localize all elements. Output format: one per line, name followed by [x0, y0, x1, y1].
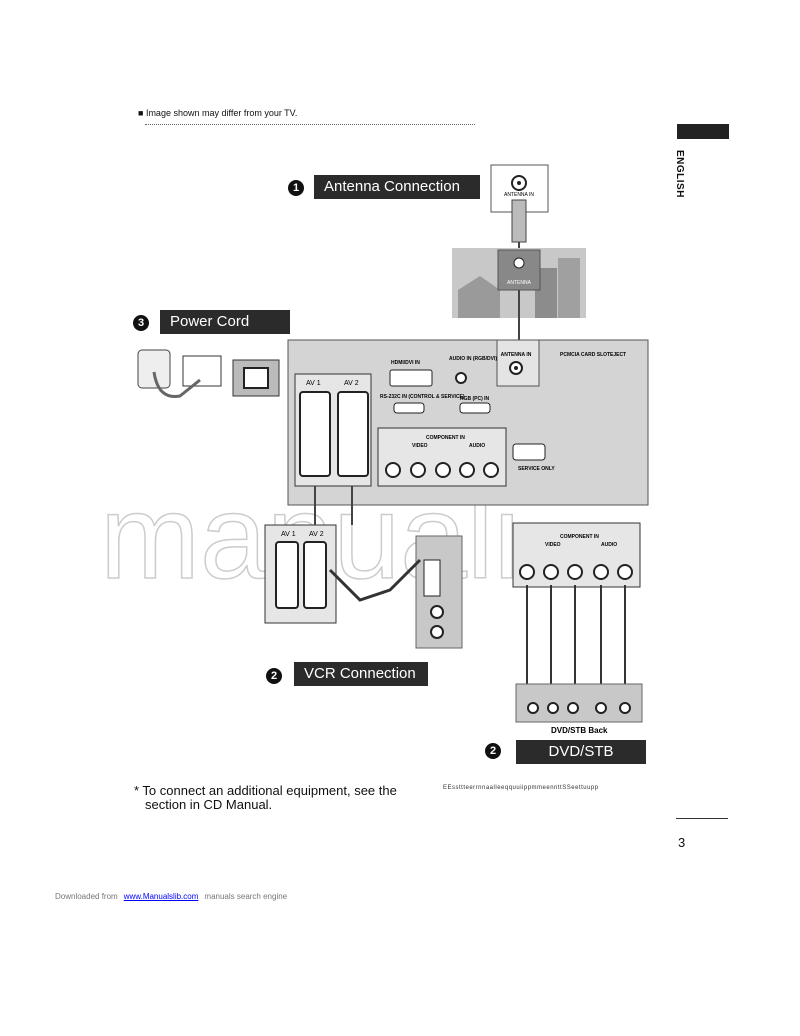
svg-text:AUDIO: AUDIO: [601, 542, 617, 548]
antenna-connection-label: Antenna Connection: [314, 175, 480, 199]
dvd-back-caption: DVD/STB Back: [551, 726, 608, 735]
svg-text:AV 1: AV 1: [281, 531, 296, 538]
svg-text:VIDEO: VIDEO: [545, 542, 561, 548]
language-tab-bar: [677, 124, 729, 139]
av2-scart-icon: [337, 391, 369, 477]
svg-text:AV 2: AV 2: [309, 531, 324, 538]
dvd-stb-device: [515, 683, 643, 723]
antenna-step-badge: 1: [288, 180, 304, 196]
svg-text:AV 1: AV 1: [306, 380, 321, 387]
svg-text:COMPONENT IN: COMPONENT IN: [560, 534, 599, 540]
svg-text:ANTENNA IN: ANTENNA IN: [501, 352, 532, 358]
scart-cable: [328, 558, 422, 602]
svg-text:COMPONENT IN: COMPONENT IN: [426, 435, 465, 441]
hdmi-port-icon: [389, 369, 433, 387]
svg-text:HDMI/DVI IN: HDMI/DVI IN: [391, 360, 420, 366]
svg-text:RS-232C IN (CONTROL & SERVICE): RS-232C IN (CONTROL & SERVICE): [380, 394, 465, 400]
tv-component-jacks: [385, 462, 499, 478]
page-number: 3: [678, 835, 686, 850]
dvd-stb-label: DVD/STB: [516, 740, 646, 764]
house-icon: [458, 276, 500, 318]
svg-text:AUDIO IN (RGB/DVI): AUDIO IN (RGB/DVI): [449, 356, 497, 362]
antenna-plug-icon: [511, 199, 527, 243]
power-plug-icon: [182, 355, 222, 387]
dvd-back-jacks: [527, 702, 631, 714]
svg-text:AV 2: AV 2: [344, 380, 359, 387]
dotted-divider: [145, 124, 475, 125]
svg-text:PCMCIA CARD SLOT: PCMCIA CARD SLOT: [560, 352, 610, 358]
dvd-panel-jacks: [519, 564, 633, 580]
svg-text:EJECT: EJECT: [610, 352, 626, 358]
power-cord-label: Power Cord: [160, 310, 290, 334]
vcr-step-badge: 2: [266, 668, 282, 684]
manualslib-link[interactable]: www.Manualslib.com: [123, 892, 199, 901]
svg-text:VIDEO: VIDEO: [412, 443, 428, 449]
svg-text:AUDIO: AUDIO: [469, 443, 485, 449]
footnote: * To connect an additional equipment, se…: [134, 783, 397, 812]
vcr-connection-label: VCR Connection: [294, 662, 428, 686]
dvd-step-badge: 2: [485, 743, 501, 759]
svg-text:RGB (PC) IN: RGB (PC) IN: [460, 396, 490, 402]
component-cables: [526, 585, 626, 690]
page-rule: [676, 818, 728, 819]
language-tab: ENGLISH: [674, 150, 685, 198]
av1-scart-icon: [299, 391, 331, 477]
tv-power-socket-icon: [232, 359, 280, 397]
power-step-badge: 3: [133, 315, 149, 331]
wall-outlet-icon: [137, 349, 171, 389]
svg-text:ANTENNA: ANTENNA: [507, 280, 532, 286]
svg-text:ANTENNA IN: ANTENNA IN: [504, 192, 534, 198]
image-note: ■ Image shown may differ from your TV.: [138, 108, 298, 118]
service-port-icon: [512, 443, 546, 461]
header-text-garbled: EEssttteerrnnaalleeqquuiippmmeennttSSeet…: [443, 785, 599, 791]
svg-text:SERVICE ONLY: SERVICE ONLY: [518, 466, 555, 472]
